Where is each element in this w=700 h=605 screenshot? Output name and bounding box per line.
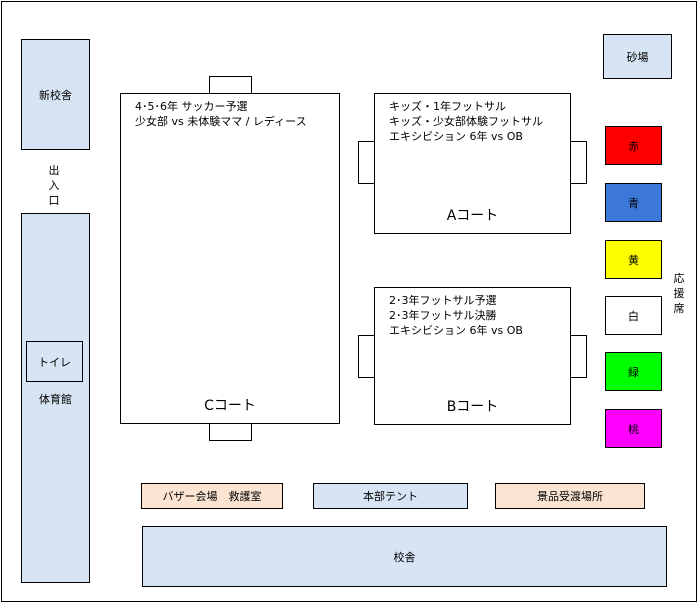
seats-char-3: 席 xyxy=(673,302,685,315)
hq-tent-label: 本部テント xyxy=(363,490,418,503)
bazaar-label: バザー会場 救護室 xyxy=(162,490,262,503)
gym-label: 体育館 xyxy=(39,393,72,406)
bazaar-first-aid: バザー会場 救護室 xyxy=(141,483,283,509)
team-seat-white: 白 xyxy=(605,296,662,335)
seats-char-1: 応 xyxy=(673,272,685,285)
team-white-label: 白 xyxy=(628,309,639,323)
prize-area-label: 景品受渡場所 xyxy=(537,490,603,503)
court-a-goal-left xyxy=(358,141,375,184)
court-b-events: 2･3年フットサル予選 2･3年フットサル決勝 エキシビション 6年 vs OB xyxy=(389,293,523,338)
sandpit: 砂場 xyxy=(603,34,672,79)
court-c-event: 少女部 vs 未体験ママ / レディース xyxy=(135,115,307,128)
team-pink-label: 桃 xyxy=(628,422,639,436)
court-b-name: Bコート xyxy=(446,399,499,415)
entrance-char-1: 出 xyxy=(48,164,60,177)
court-a-goal-right xyxy=(570,141,587,184)
court-a-event: キッズ・少女部体験フットサル xyxy=(389,115,543,128)
new-school-label: 新校舎 xyxy=(39,88,72,102)
court-c: 4･5･6年 サッカー予選 少女部 vs 未体験ママ / レディース Cコート xyxy=(120,93,340,424)
cheering-seats-label: 応 援 席 xyxy=(672,271,686,316)
court-a-events: キッズ・1年フットサル キッズ・少女部体験フットサル エキシビション 6年 vs… xyxy=(389,99,543,144)
team-seat-green: 緑 xyxy=(605,352,662,391)
new-school-building: 新校舎 xyxy=(21,39,90,150)
toilet-label: トイレ xyxy=(38,355,71,369)
team-yellow-label: 黄 xyxy=(628,253,639,267)
team-seat-yellow: 黄 xyxy=(605,240,662,279)
team-red-label: 赤 xyxy=(628,139,639,153)
court-a-event: エキシビション 6年 vs OB xyxy=(389,130,523,143)
entrance-char-3: 口 xyxy=(48,194,60,207)
court-a-name: Aコート xyxy=(446,208,499,224)
court-c-goal-top xyxy=(209,76,252,94)
court-b-event: 2･3年フットサル決勝 xyxy=(389,309,497,322)
team-green-label: 緑 xyxy=(628,365,639,379)
court-b-event: 2･3年フットサル予選 xyxy=(389,294,497,307)
team-seat-pink: 桃 xyxy=(605,409,662,448)
school-building: 校舎 xyxy=(142,526,667,587)
court-a-event: キッズ・1年フットサル xyxy=(389,100,506,113)
gym-building: トイレ 体育館 xyxy=(21,213,90,583)
entrance-char-2: 入 xyxy=(48,179,60,192)
team-blue-label: 青 xyxy=(628,196,639,210)
prize-area: 景品受渡場所 xyxy=(495,483,645,509)
seats-char-2: 援 xyxy=(673,287,685,300)
hq-tent: 本部テント xyxy=(313,483,468,509)
court-c-goal-bottom xyxy=(209,423,252,441)
court-b-goal-right xyxy=(570,335,587,378)
court-b: 2･3年フットサル予選 2･3年フットサル決勝 エキシビション 6年 vs OB… xyxy=(374,287,571,425)
school-label: 校舎 xyxy=(393,550,416,564)
toilet: トイレ xyxy=(26,341,83,382)
court-c-events: 4･5･6年 サッカー予選 少女部 vs 未体験ママ / レディース xyxy=(135,99,307,129)
court-c-name: Cコート xyxy=(204,398,256,414)
court-b-event: エキシビション 6年 vs OB xyxy=(389,324,523,337)
team-seat-red: 赤 xyxy=(605,126,662,165)
court-b-goal-left xyxy=(358,335,375,378)
court-a: キッズ・1年フットサル キッズ・少女部体験フットサル エキシビション 6年 vs… xyxy=(374,93,571,234)
entrance-label: 出 入 口 xyxy=(47,163,61,208)
sandpit-label: 砂場 xyxy=(626,50,649,64)
team-seat-blue: 青 xyxy=(605,183,662,222)
court-c-event: 4･5･6年 サッカー予選 xyxy=(135,100,248,113)
